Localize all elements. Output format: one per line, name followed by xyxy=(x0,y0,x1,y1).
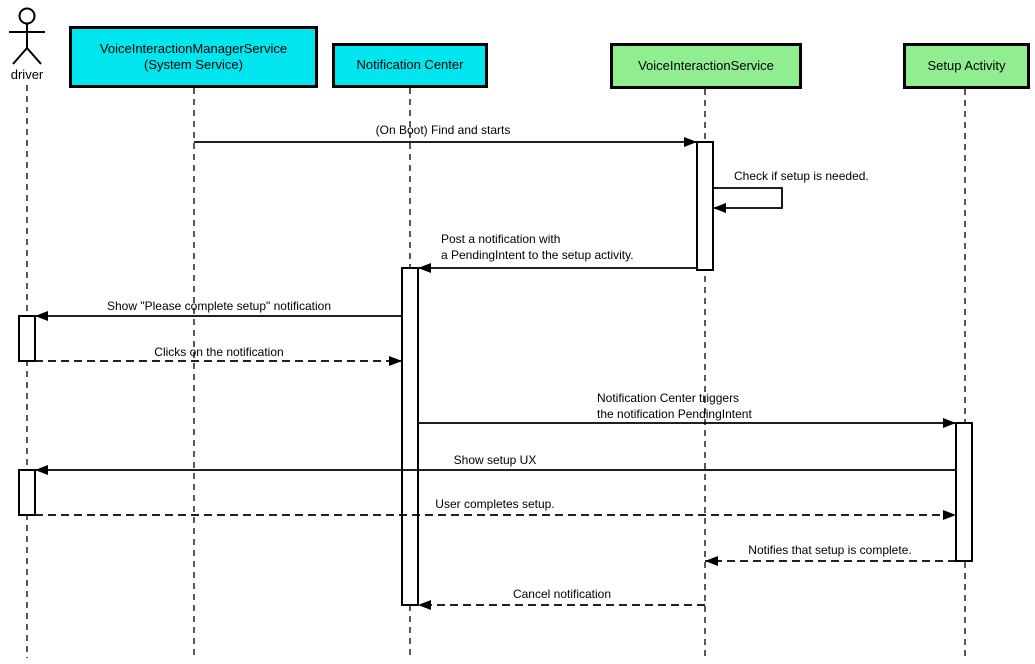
message-label-check-if-setup-is-needed: Check if setup is needed. xyxy=(734,169,869,183)
participant-notification-center: Notification Center xyxy=(332,43,488,88)
actor-driver-label: driver xyxy=(10,67,44,82)
activation-voice-interaction-service xyxy=(696,141,714,271)
message-label-user-completes-setup: User completes setup. xyxy=(435,497,555,511)
activation-driver-1 xyxy=(18,315,36,362)
message-label-cancel-notification: Cancel notification xyxy=(512,587,612,601)
message-label-notifies-that-setup-is-complete: Notifies that setup is complete. xyxy=(748,543,912,557)
message-line-check-if-setup-is-needed xyxy=(713,187,783,213)
participant-voice-interaction-service: VoiceInteractionService xyxy=(610,43,802,89)
message-label-notification-center-triggers-pendingintent: Notification Center triggers the notific… xyxy=(597,391,752,421)
activation-driver-2 xyxy=(18,469,36,516)
activation-setup-activity xyxy=(955,422,973,562)
message-label-show-please-complete-setup-notification: Show "Please complete setup" notificatio… xyxy=(107,299,331,313)
message-label-post-a-notification: Post a notification with a PendingIntent… xyxy=(441,232,634,262)
actor-driver-icon xyxy=(9,7,45,65)
participant-voice-interaction-manager-service: VoiceInteractionManagerService (System S… xyxy=(69,26,318,88)
message-label-on-boot-find-and-starts: (On Boot) Find and starts xyxy=(375,123,511,137)
participant-setup-activity: Setup Activity xyxy=(903,43,1030,89)
message-label-show-setup-ux: Show setup UX xyxy=(453,453,537,467)
activation-notification-center xyxy=(401,267,419,606)
message-label-clicks-on-the-notification: Clicks on the notification xyxy=(154,345,284,359)
